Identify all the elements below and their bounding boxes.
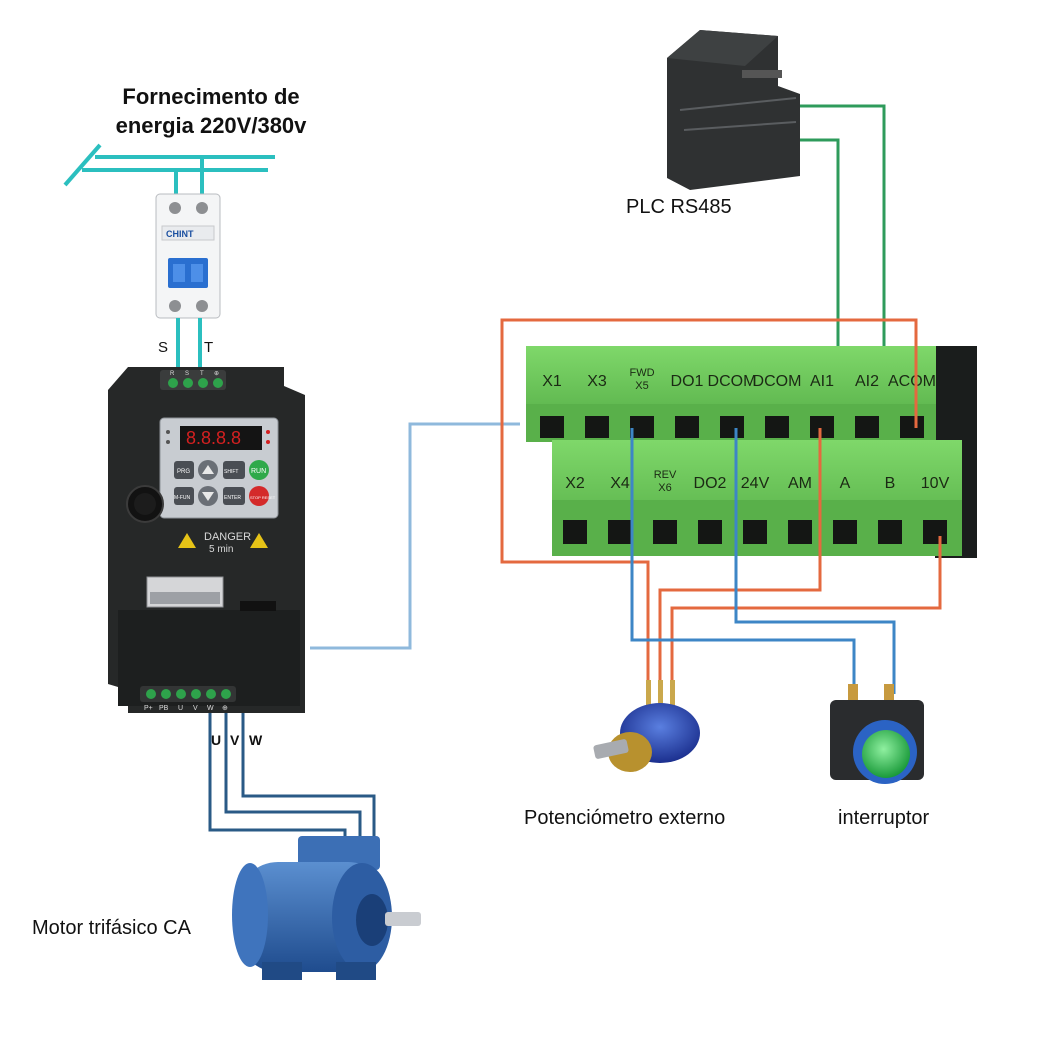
terminal-top-slot: [900, 416, 924, 438]
vfd-output-pb: PB: [159, 705, 169, 712]
power-supply-label-line1: Fornecimento de: [122, 84, 300, 109]
terminal-bottom-label: DO2: [694, 475, 727, 492]
plc-label: PLC RS485: [626, 196, 732, 218]
terminal-top-label: DO1: [671, 373, 704, 390]
terminal-bottom-slot: [923, 520, 947, 544]
key-stop: STOP RESET: [250, 495, 276, 500]
terminal-top-label: AI1: [810, 373, 834, 390]
terminal-top-slot: [585, 416, 609, 438]
vfd-input-r: R: [170, 371, 175, 377]
svg-text:8.8.8.8: 8.8.8.8: [186, 428, 241, 448]
vfd-input-t: T: [200, 371, 204, 377]
motor: [232, 836, 421, 980]
vfd-output-w: W: [207, 705, 214, 712]
terminal-bottom-slot: [608, 520, 632, 544]
terminal-bottom-slot: [563, 520, 587, 544]
terminal-bottom-slot: [743, 520, 767, 544]
vfd-input-ground: ⊕: [214, 371, 219, 377]
vfd-danger-time: 5 min: [209, 544, 233, 555]
terminal-bottom-slot: [698, 520, 722, 544]
vfd-output-pplus: P+: [144, 705, 153, 712]
switch-label: interruptor: [838, 807, 930, 829]
key-run: RUN: [251, 468, 266, 475]
power-supply-lines: [63, 143, 275, 200]
vfd-output-v: V: [193, 705, 198, 712]
motor-wires: [208, 713, 376, 840]
vfd-control-link-wire: [310, 422, 520, 650]
terminal-bottom-slot: [878, 520, 902, 544]
terminal-top-slot: [540, 416, 564, 438]
motor-phase-v: V: [230, 732, 240, 748]
circuit-breaker: CHINT: [155, 193, 221, 319]
terminal-bottom-slot: [833, 520, 857, 544]
signal-wires-blue: [630, 428, 896, 694]
breaker-brand: CHINT: [166, 229, 194, 239]
vfd-output-u: U: [178, 705, 183, 712]
terminal-top-slot: [810, 416, 834, 438]
terminal-bottom-label: B: [885, 475, 896, 492]
key-shift: SHIFT: [224, 469, 238, 475]
motor-phase-u: U: [211, 732, 221, 748]
power-supply-label-line2: energia 220V/380v: [115, 113, 307, 138]
key-enter: ENTER: [224, 495, 241, 501]
terminal-top-label: ACOM: [888, 373, 936, 390]
terminal-bottom-slot: [788, 520, 812, 544]
vfd-output-ground: ⊕: [222, 705, 228, 712]
vfd-input-s: S: [185, 371, 189, 377]
terminal-top-slot: [675, 416, 699, 438]
power-supply-label: Fornecimento de energia 220V/380v: [104, 82, 318, 140]
key-prg: PRG: [177, 469, 190, 475]
key-mfun: M-FUN: [174, 495, 190, 501]
vfd-inverter: R S T ⊕ 8.8.8.8 PRG SHIFT RUN M-FUN ENTE…: [108, 367, 305, 713]
terminal-bottom-slot: [653, 520, 677, 544]
terminal-top-slot: [630, 416, 654, 438]
vfd-danger-text: DANGER: [204, 531, 251, 543]
terminal-top-label: X3: [587, 373, 607, 390]
breaker-output-wires: [176, 318, 202, 372]
terminal-bottom-label: AM: [788, 475, 812, 492]
terminal-top-label: DCOM: [708, 373, 757, 390]
terminal-top-label: X1: [542, 373, 562, 390]
terminal-top-label: AI2: [855, 373, 879, 390]
breaker-output-s: S: [158, 339, 168, 356]
terminal-bottom-label: 24V: [741, 475, 770, 492]
terminal-top-slot: [765, 416, 789, 438]
terminal-bottom-label: X2: [565, 475, 585, 492]
terminal-top-slot: [855, 416, 879, 438]
terminal-bottom-label: 10V: [921, 475, 950, 492]
potentiometer: [593, 680, 700, 772]
terminal-bottom-label: X4: [610, 475, 630, 492]
push-button: [830, 684, 924, 784]
terminal-top-label: DCOM: [753, 373, 802, 390]
potentiometer-label: Potenciómetro externo: [524, 807, 726, 829]
terminal-top-slot: [720, 416, 744, 438]
motor-phase-w: W: [249, 732, 263, 748]
motor-label: Motor trifásico CA: [32, 917, 191, 939]
plc-device: [667, 30, 800, 190]
terminal-bottom-label: A: [840, 475, 851, 492]
breaker-output-t: T: [204, 339, 213, 356]
